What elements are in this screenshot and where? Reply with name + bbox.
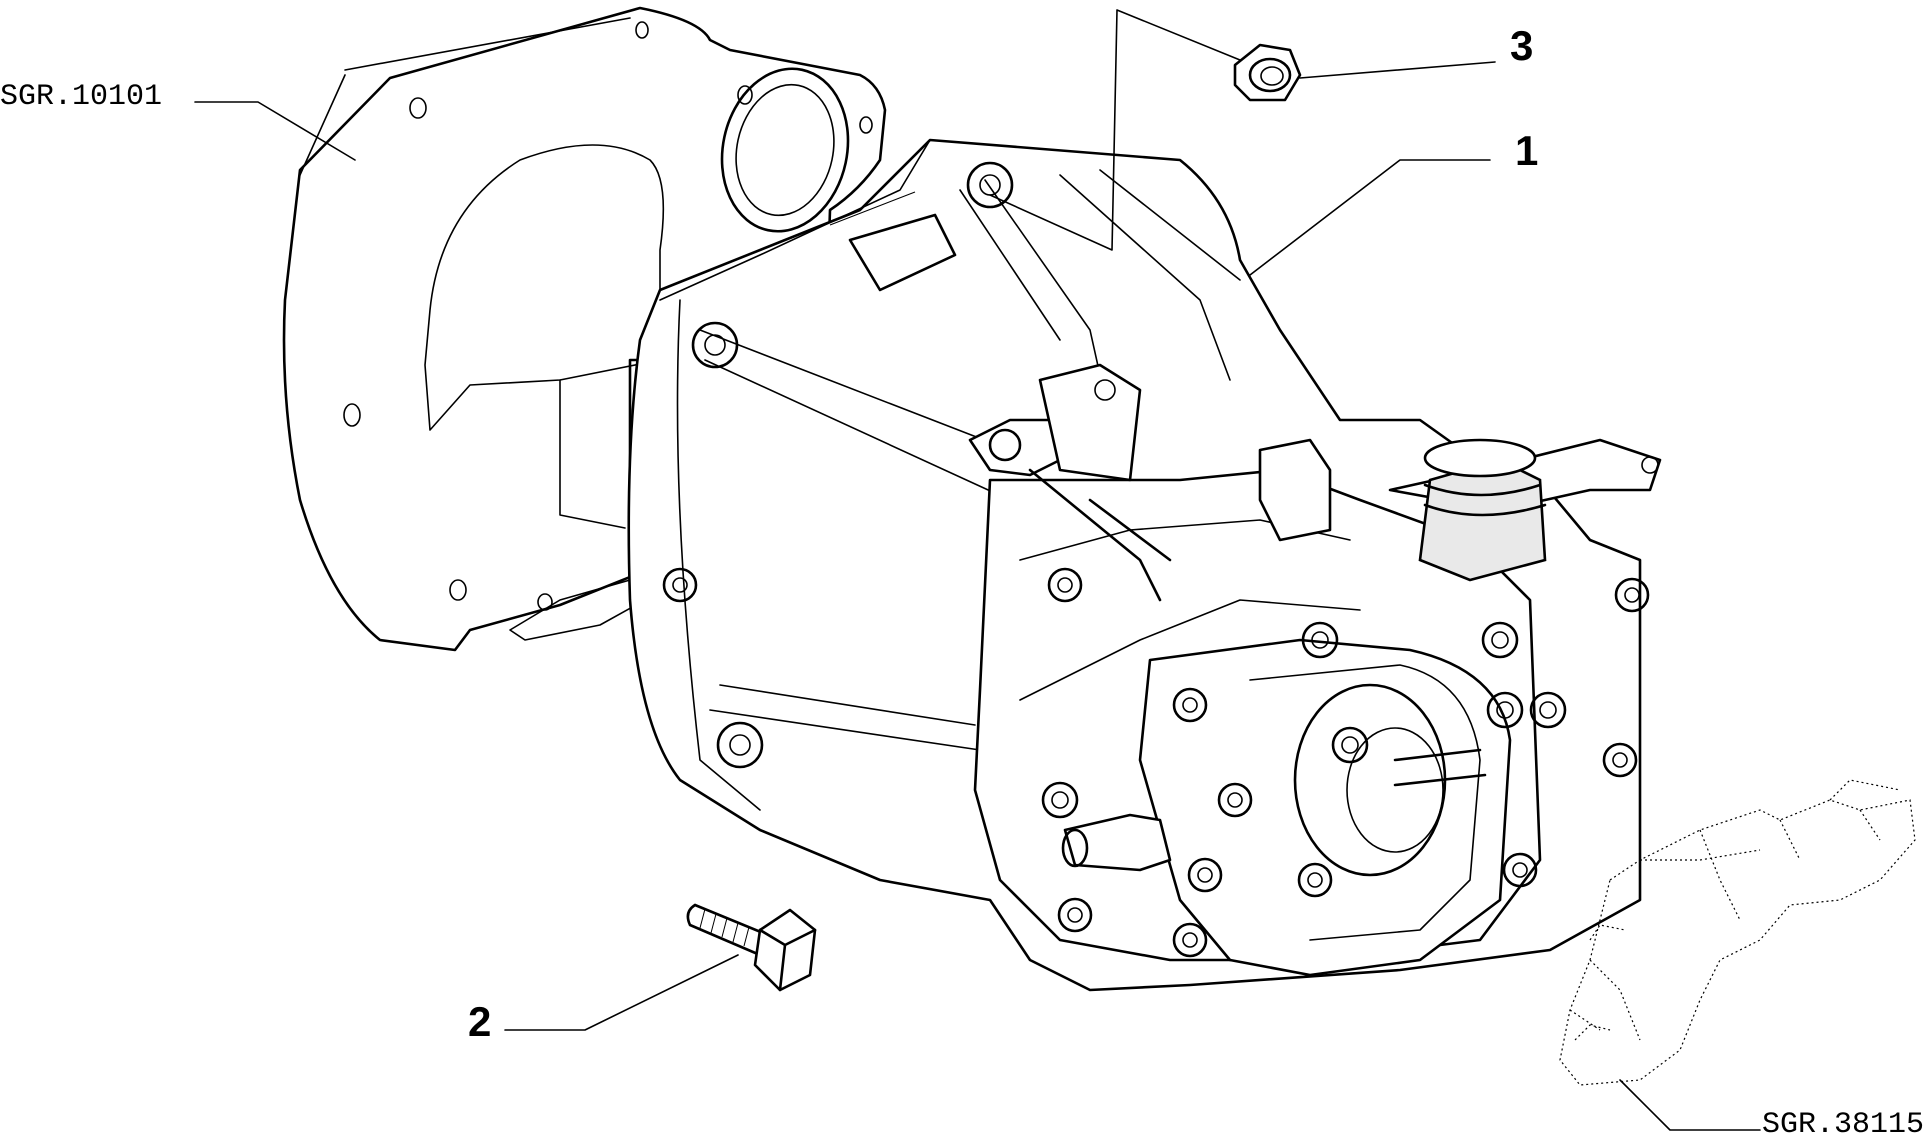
nut-part-3 bbox=[1233, 43, 1302, 102]
reference-gasket-group: SGR.10101 bbox=[0, 80, 162, 114]
bolt-part-2 bbox=[686, 903, 817, 992]
callout-3: 3 bbox=[1510, 22, 1533, 69]
gearbox-housing bbox=[627, 138, 1662, 992]
reference-harness-group: SGR.38115 bbox=[1762, 1108, 1924, 1142]
callout-1: 1 bbox=[1515, 127, 1538, 174]
wiring-harness-ghost bbox=[1559, 779, 1916, 1086]
clutch-boot bbox=[1418, 438, 1547, 582]
leader-lines bbox=[194, 9, 1761, 1131]
callout-2: 2 bbox=[468, 998, 491, 1045]
